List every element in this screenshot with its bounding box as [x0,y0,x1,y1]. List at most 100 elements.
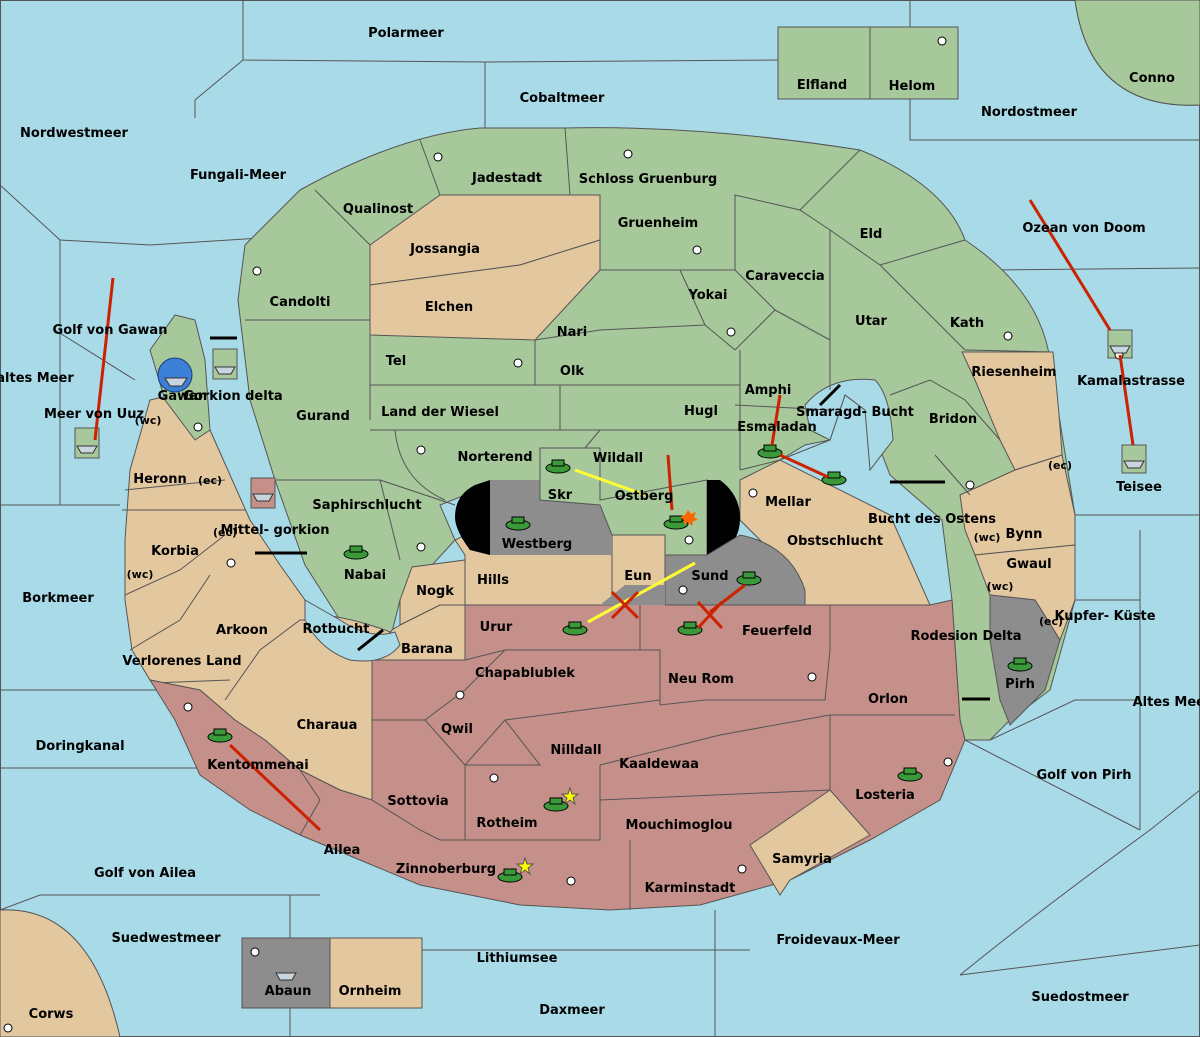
border-west [122,479,330,701]
land-label: Barana [401,642,453,657]
sea-label: Gorkion delta [183,389,282,404]
coast-label: (ec) [1039,615,1063,628]
ship-icon [164,377,188,387]
tank-icon [207,728,233,743]
land-label: Gawar [158,389,205,404]
coast-label: (ec) [198,474,222,487]
land-conno[interactable] [1074,0,1200,106]
land-label: Eun [624,569,651,584]
land-mittelgorkion-box[interactable] [250,477,276,509]
land-label: Losteria [855,788,915,803]
sea-label: Lithiumsee [477,951,558,966]
land-label: Kaaldewaa [619,757,699,772]
sea-smaragd[interactable] [804,378,894,472]
land-label: Ostberg [615,489,674,504]
land-east-black[interactable] [707,480,740,555]
tank-icon [545,459,571,474]
south-red-base[interactable] [148,589,966,911]
land-label: Nogk [416,584,454,599]
land-labels: Elfland Helom Jadestadt Schloss Gruenbur… [122,78,1162,999]
tank-icon [543,797,569,812]
land-label: Hills [477,573,509,588]
land-label: Qualinost [343,202,413,217]
tank-icon [663,515,689,530]
land-label: Heronn [133,472,187,487]
land-label: Neu Rom [668,672,734,687]
land-label: Rotheim [476,816,537,831]
land-label: Kath [950,316,984,331]
land-label: Karminstadt [645,881,736,896]
land-teisee-box[interactable] [1121,444,1147,474]
land-label: Sund [691,569,728,584]
land-label: Gwaul [1006,557,1051,572]
land-westberg-2[interactable] [540,500,612,555]
land-label: Jossangia [409,242,480,257]
tank-icon [562,621,588,636]
land-label: Mellar [765,495,811,510]
star-icon [560,786,580,806]
land-label: Westberg [502,537,572,552]
land-corws[interactable] [0,909,121,1037]
land-label: Amphi [745,383,792,398]
south-borders [299,605,955,910]
sea-label: Meer von Uuz [44,407,144,422]
sea-label: Froidevaux-Meer [776,933,900,948]
land-label: Land der Wiesel [381,405,499,420]
sea-labels: Polarmeer Cobaltmeer Nordwestmeer Fungal… [0,26,1200,1022]
land-label: Schloss Gruenburg [579,172,717,187]
burst-icon [680,510,698,526]
land-label: Gurand [296,409,350,424]
land-label: Candolti [270,295,331,310]
sea-label: Bucht des Ostens [868,512,996,527]
coast-label: (wc) [127,568,154,581]
ship-icon [214,366,236,375]
tank-icon [1007,657,1033,672]
land-label: Nabai [344,568,386,583]
land-samyria[interactable] [749,789,871,896]
coast-label: (wc) [974,531,1001,544]
sea-label: Kamalastrasse [1077,374,1185,389]
sea-label: Altes Meer [1133,695,1200,710]
tank-icon [736,571,762,586]
land-bynn[interactable] [959,454,1076,556]
sea-label: Conno [1129,71,1175,86]
land-label: Riesenheim [971,365,1056,380]
land-westberg-black[interactable] [455,480,490,555]
land-label: Caraveccia [745,269,824,284]
ship-icon [252,493,274,502]
ship-icon [1109,345,1131,354]
land-label: Skr [548,488,573,503]
coast-markers: (wc) (ec) (ec) (wc) (ec) (wc) (wc) (ec) [127,414,1072,628]
land-label: Abaun [265,984,312,999]
sea-label: Rotbucht [303,622,370,637]
land-label: Saphirschlucht [312,498,421,513]
sea-label: Ozean von Doom [1022,221,1145,236]
land-elfland[interactable] [777,26,871,100]
coast-label: (wc) [987,580,1014,593]
land-label: Nilldall [550,743,601,758]
sea-label: Kaltes Meer [0,371,74,386]
land-label: Orlon [868,692,908,707]
tank-icon [343,545,369,560]
supply-centers [3,36,1124,1033]
north-borders [245,127,1054,561]
sea-rotbucht[interactable] [304,599,401,662]
sea-label: Nordwestmeer [20,126,128,141]
sea-label: Borkmeer [22,591,94,606]
land-ornheim[interactable] [329,937,423,1009]
ship-icon [1123,460,1145,469]
sea-label: Smaragd- Bucht [796,405,914,420]
land-label: Elchen [425,300,473,315]
land-sund[interactable] [664,534,806,606]
land-label: Tel [386,354,406,369]
land-label: Feuerfeld [742,624,812,639]
fleet-icon [157,357,193,393]
ship-icon [76,445,98,454]
sea-label: Mittel- gorkion [221,523,330,538]
land-label: Verlorenes Land [122,654,241,669]
land-label: Wildall [593,451,643,466]
sea-label: Suedwestmeer [111,931,221,946]
tank-icon [677,621,703,636]
land-label: Eld [860,227,883,242]
land-label: Bridon [929,412,977,427]
